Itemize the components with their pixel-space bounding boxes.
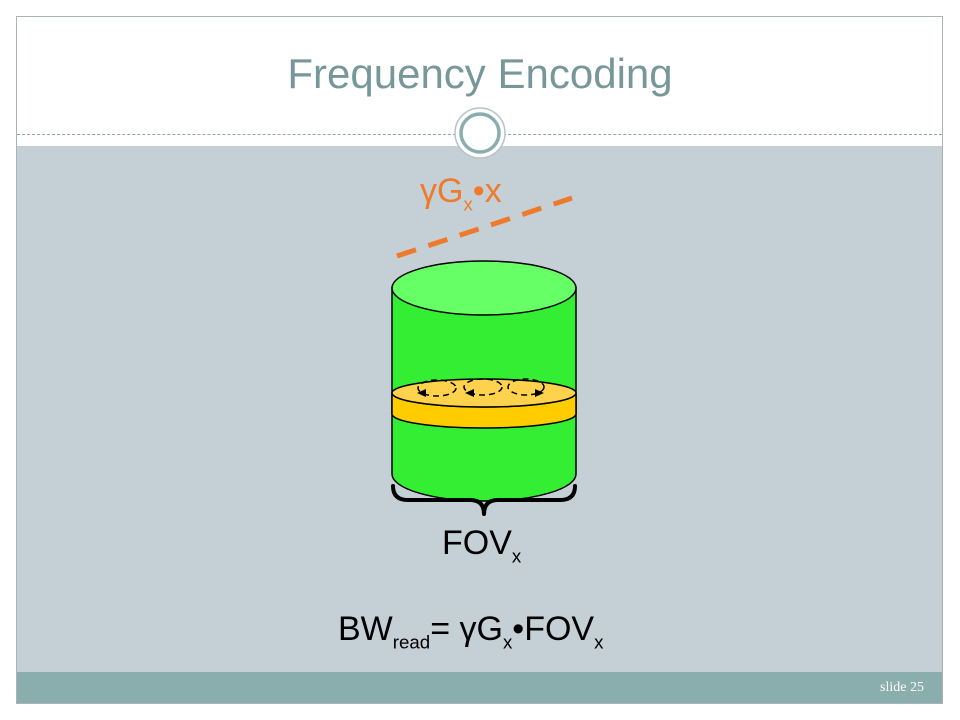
spin-arrow-icon bbox=[535, 389, 544, 397]
g-main: G bbox=[476, 610, 503, 648]
bw-subscript: read bbox=[392, 631, 431, 653]
spin-arrowheads bbox=[417, 389, 544, 397]
gamma-symbol: γ bbox=[459, 610, 477, 648]
fov-subscript: x bbox=[511, 545, 522, 567]
gradient-subscript: x bbox=[463, 193, 473, 215]
gradient-g: G bbox=[437, 172, 464, 210]
equals-sign: = bbox=[430, 610, 460, 648]
fov-label: FOVx bbox=[442, 524, 522, 567]
slide-number: slide 25 bbox=[880, 680, 924, 695]
spin-arrow-icon bbox=[417, 389, 426, 397]
bandwidth-equation: BWread= γGx•FOVx bbox=[338, 610, 604, 653]
cylinder-top bbox=[391, 260, 577, 316]
bw-main: BW bbox=[338, 610, 393, 648]
gamma-symbol: γ bbox=[420, 172, 437, 210]
footer-bar bbox=[17, 672, 942, 703]
slice-top bbox=[391, 378, 577, 408]
gradient-times-x: •x bbox=[472, 172, 502, 210]
slide-title: Frequency Encoding bbox=[287, 50, 673, 97]
fov-main: FOV bbox=[524, 610, 595, 648]
spin-arrow-icon bbox=[465, 389, 474, 397]
fov-subscript: x bbox=[594, 631, 604, 653]
fov-brace bbox=[391, 484, 577, 516]
fov-main: FOV bbox=[442, 524, 512, 562]
spin-loop bbox=[463, 378, 503, 396]
gradient-label: γGx•x bbox=[420, 172, 502, 215]
spin-loops bbox=[417, 378, 545, 397]
spin-loop bbox=[417, 379, 457, 397]
circle-ornament-icon bbox=[454, 107, 506, 159]
spin-loop bbox=[507, 378, 545, 396]
g-subscript: x bbox=[502, 631, 513, 653]
multiply-dot: • bbox=[512, 610, 525, 648]
